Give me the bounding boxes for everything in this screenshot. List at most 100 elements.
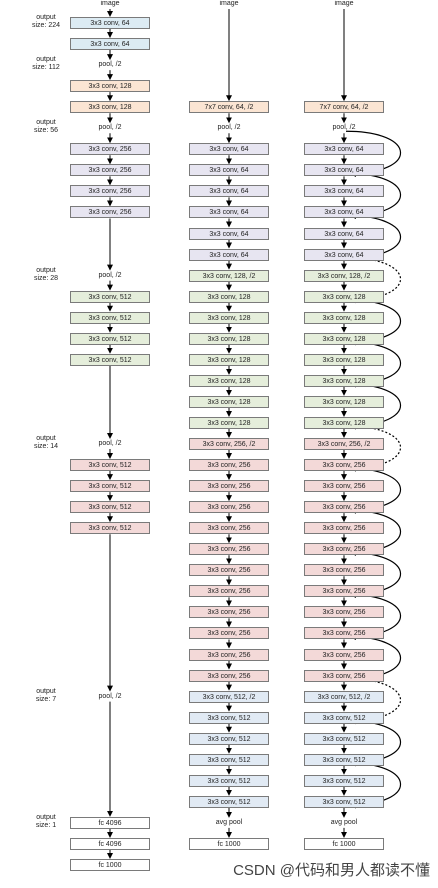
conv-layer-box: 3x3 conv, 512 <box>70 480 150 493</box>
conv-layer-box: 3x3 conv, 512 <box>304 732 384 745</box>
conv-layer-box: 3x3 conv, 128 <box>70 101 150 114</box>
conv-layer-box: 3x3 conv, 128 <box>189 332 269 345</box>
conv-layer-box: 3x3 conv, 256 <box>189 543 269 556</box>
conv-layer-box: 3x3 conv, 128 <box>304 416 384 429</box>
conv-layer-box: 3x3 conv, 256 <box>189 564 269 577</box>
conv-layer-box: 3x3 conv, 512, /2 <box>189 690 269 703</box>
conv-layer-box: 3x3 conv, 512 <box>189 774 269 787</box>
conv-layer-box: 3x3 conv, 64 <box>70 17 150 29</box>
conv-layer-box: 3x3 conv, 128 <box>70 80 150 93</box>
conv-layer-box: 3x3 conv, 256 <box>189 501 269 514</box>
conv-layer-box: 3x3 conv, 128 <box>304 332 384 345</box>
fc-layer-box: fc 4096 <box>70 837 150 850</box>
conv-layer-box: 3x3 conv, 128 <box>189 353 269 366</box>
conv-layer-box: 7x7 conv, 64, /2 <box>304 101 384 114</box>
conv-layer-box: 3x3 conv, 64 <box>189 185 269 198</box>
image-label: image <box>219 0 239 7</box>
conv-layer-box: 3x3 conv, 512 <box>70 332 150 345</box>
conv-layer-box: 7x7 conv, 64, /2 <box>189 101 269 114</box>
conv-layer-box: 3x3 conv, 128 <box>304 374 384 387</box>
watermark: CSDN @代码和男人都读不懂 <box>233 862 430 879</box>
conv-layer-box: 3x3 conv, 64 <box>189 164 269 177</box>
conv-layer-box: 3x3 conv, 256 <box>70 164 150 177</box>
conv-layer-box: 3x3 conv, 256 <box>304 564 384 577</box>
conv-layer-box: 3x3 conv, 512 <box>304 774 384 787</box>
conv-layer-box: 3x3 conv, 64 <box>189 143 269 156</box>
conv-layer-box: 3x3 conv, 512 <box>189 711 269 724</box>
conv-layer-box: 3x3 conv, 512, /2 <box>304 690 384 703</box>
conv-layer-box: 3x3 conv, 64 <box>304 143 384 156</box>
pool-label: pool, /2 <box>98 61 122 69</box>
avg-pool-label: avg pool <box>215 818 243 826</box>
image-label: image <box>334 0 354 7</box>
conv-layer-box: 3x3 conv, 128, /2 <box>189 269 269 282</box>
conv-layer-box: 3x3 conv, 256 <box>304 522 384 535</box>
conv-layer-box: 3x3 conv, 256 <box>189 606 269 619</box>
conv-layer-box: 3x3 conv, 256 <box>189 585 269 598</box>
pool-label: pool, /2 <box>98 271 122 279</box>
conv-layer-box: 3x3 conv, 64 <box>304 248 384 261</box>
conv-layer-box: 3x3 conv, 256 <box>304 480 384 493</box>
conv-layer-box: 3x3 conv, 256 <box>304 669 384 682</box>
conv-layer-box: 3x3 conv, 256 <box>304 585 384 598</box>
conv-layer-box: 3x3 conv, 128, /2 <box>304 269 384 282</box>
fc-layer-box: fc 4096 <box>70 816 150 829</box>
conv-layer-box: 3x3 conv, 256 <box>304 459 384 472</box>
conv-layer-box: 3x3 conv, 256 <box>189 522 269 535</box>
conv-layer-box: 3x3 conv, 256 <box>304 606 384 619</box>
fc-layer-box: fc 1000 <box>304 837 384 850</box>
conv-layer-box: 3x3 conv, 512 <box>304 711 384 724</box>
conv-layer-box: 3x3 conv, 256, /2 <box>189 438 269 450</box>
conv-layer-box: 3x3 conv, 512 <box>70 311 150 324</box>
conv-layer-box: 3x3 conv, 256, /2 <box>304 438 384 450</box>
conv-layer-box: 3x3 conv, 128 <box>304 395 384 408</box>
conv-layer-box: 3x3 conv, 256 <box>189 648 269 661</box>
pool-label: pool, /2 <box>98 440 122 447</box>
conv-layer-box: 3x3 conv, 512 <box>189 753 269 766</box>
conv-layer-box: 3x3 conv, 64 <box>189 227 269 240</box>
conv-layer-box: 3x3 conv, 512 <box>70 353 150 366</box>
conv-layer-box: 3x3 conv, 512 <box>70 459 150 472</box>
conv-layer-box: 3x3 conv, 128 <box>304 290 384 303</box>
conv-layer-box: 3x3 conv, 64 <box>70 38 150 51</box>
conv-layer-box: 3x3 conv, 64 <box>189 248 269 261</box>
conv-layer-box: 3x3 conv, 128 <box>189 395 269 408</box>
fc-layer-box: fc 1000 <box>189 837 269 850</box>
conv-layer-box: 3x3 conv, 64 <box>304 206 384 219</box>
conv-layer-box: 3x3 conv, 64 <box>304 185 384 198</box>
pool-label: pool, /2 <box>98 124 122 132</box>
fc-layer-box: fc 1000 <box>70 859 150 871</box>
pool-label: pool, /2 <box>98 692 122 700</box>
conv-layer-box: 3x3 conv, 512 <box>70 522 150 535</box>
conv-layer-box: 3x3 conv, 256 <box>304 543 384 556</box>
conv-layer-box: 3x3 conv, 512 <box>70 501 150 514</box>
conv-layer-box: 3x3 conv, 128 <box>189 311 269 324</box>
conv-layer-box: 3x3 conv, 128 <box>189 374 269 387</box>
avg-pool-label: avg pool <box>330 818 358 826</box>
conv-layer-box: 3x3 conv, 512 <box>70 290 150 303</box>
conv-layer-box: 3x3 conv, 256 <box>189 480 269 493</box>
conv-layer-box: 3x3 conv, 256 <box>189 459 269 472</box>
conv-layer-box: 3x3 conv, 256 <box>304 501 384 514</box>
pool-label: pool, /2 <box>332 124 356 132</box>
conv-layer-box: 3x3 conv, 512 <box>189 795 269 808</box>
conv-layer-box: 3x3 conv, 256 <box>70 185 150 198</box>
conv-layer-box: 3x3 conv, 64 <box>304 164 384 177</box>
conv-layer-box: 3x3 conv, 256 <box>304 627 384 640</box>
conv-layer-box: 3x3 conv, 128 <box>304 353 384 366</box>
conv-layer-box: 3x3 conv, 128 <box>189 290 269 303</box>
conv-layer-box: 3x3 conv, 256 <box>189 669 269 682</box>
conv-layer-box: 3x3 conv, 512 <box>189 732 269 745</box>
conv-layer-box: 3x3 conv, 512 <box>304 795 384 808</box>
conv-layer-box: 3x3 conv, 128 <box>304 311 384 324</box>
image-label: image <box>100 0 120 7</box>
conv-layer-box: 3x3 conv, 256 <box>304 648 384 661</box>
